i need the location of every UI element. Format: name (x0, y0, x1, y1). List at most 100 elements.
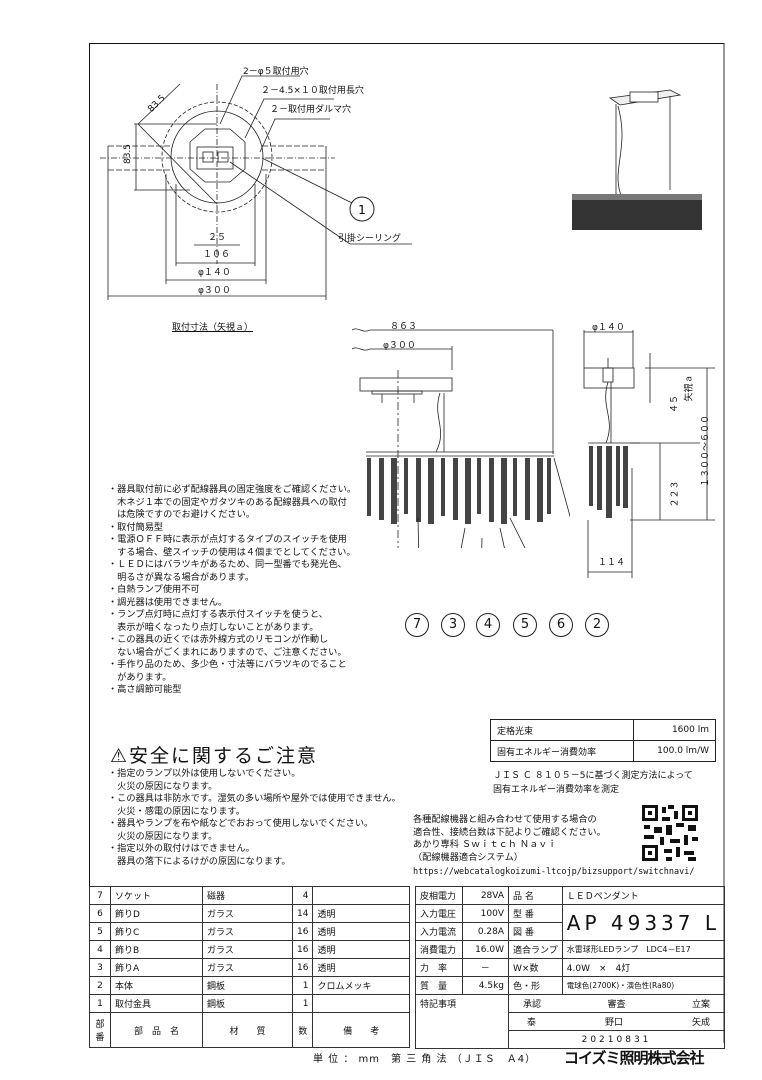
table-header-row: 部番 部 品 名 材 質 数 備 考 (89, 1012, 410, 1048)
caution-line: ・指定のランプ以外は使用しないでください。 (108, 768, 301, 779)
header-material: 材 質 (202, 1012, 293, 1048)
note-line: 木ネジ１本での固定やガタツキのある配線器具への取付 (108, 496, 347, 508)
note-line: ・この器具の近くでは赤外線方式のリモコンが作動し (108, 634, 329, 645)
header-qty: 数 (291, 1012, 314, 1048)
dim-25: ２５ (208, 233, 227, 243)
qr-code-icon (640, 803, 700, 863)
callout-4: 4 (476, 613, 500, 637)
part-material: 鋼板 (202, 976, 293, 995)
product-name-label: 品 名 (508, 886, 563, 905)
company-logo: コイズミ照明株式会社 (564, 1049, 705, 1067)
header-part-name: 部 品 名 (110, 1012, 203, 1048)
elec-value: － (461, 958, 510, 977)
part-remark: 透明 (312, 922, 410, 941)
dim-863: ８６３ (390, 322, 418, 332)
part-qty: 16 (291, 922, 314, 941)
color-label: 色・形 (508, 976, 563, 995)
note-line: ・高さ調節可能型 (108, 684, 182, 695)
switch-navi-line: 各種配線機器と組み合わせて使用する場合の (413, 814, 597, 825)
ceiling-label: 引掛シーリング (338, 234, 402, 244)
jis-note-1: ＪＩＳ Ｃ ８１０５－5に基づく測定方法によって (493, 771, 693, 781)
elec-value: 16.0W (461, 940, 510, 959)
callout-2: 2 (585, 613, 609, 637)
table-row: 7 ソケット 磁器 4 (89, 886, 410, 905)
part-name: 飾りD (110, 904, 203, 923)
review-header: 審査 (607, 1000, 626, 1010)
part-material: ガラス (202, 904, 293, 923)
callout-1: 1 (358, 203, 366, 217)
part-qty: 14 (291, 904, 314, 923)
header-part-no: 部番 (89, 1012, 111, 1048)
draft-header: 立案 (691, 1000, 710, 1010)
product-name-value: ＬＥＤペンダント (561, 886, 726, 905)
note-line: ・器具取付前に必ず配線器具の固定強度をご確認ください。 (108, 484, 357, 495)
elec-value: 0.28A (461, 922, 510, 941)
part-no: 5 (89, 922, 111, 941)
elec-value: 4.5kg (461, 976, 510, 995)
caution-line: ・指定以外の取付けはできません。 (108, 843, 255, 854)
dim-106: １０６ (203, 250, 231, 260)
lamp-value: 水雷球形LEDランプ LDC4－E17 (561, 940, 726, 959)
part-remark (312, 886, 410, 905)
parts-table: 7 ソケット 磁器 4 6 飾りD ガラス 14 透明 5 飾りC ガラス 16… (89, 886, 410, 1048)
part-material: 磁器 (202, 886, 293, 905)
part-no: 3 (89, 958, 111, 977)
wattage-label: W×数 (508, 958, 563, 977)
spec-label: 定格光束 (490, 719, 634, 741)
wattage-value: 4.0W × 4灯 (561, 958, 726, 977)
part-remark: 透明 (312, 904, 410, 923)
part-remark (312, 994, 410, 1013)
elec-label: 入力電流 (415, 922, 463, 941)
hole-label-b: ２－4.5×１０取付用長穴 (261, 86, 364, 96)
part-no: 4 (89, 940, 111, 959)
mounting-caption: 取付寸法（矢視ａ） (172, 323, 254, 333)
dim-223: ２２３ (670, 480, 681, 508)
part-qty: 4 (291, 886, 314, 905)
drawing-date: 20210831 (508, 1030, 725, 1049)
part-name: 本体 (110, 976, 203, 995)
switch-navi-link[interactable]: https://webcatalogkoizumi-ltcojp/bizsupp… (413, 867, 695, 877)
side-view-drawing (583, 330, 715, 578)
luminous-spec-table: 定格光束 1600 lm 固有エネルギー消費効率 100.0 lm/W (490, 719, 717, 762)
spec-value: 1600 lm (632, 719, 717, 741)
dim-45: ４５ (670, 394, 681, 414)
part-no: 1 (89, 994, 111, 1013)
dim-114: １１４ (598, 558, 626, 568)
note-line: ・調光器は使用できません。 (108, 596, 228, 608)
dim-height-range: １３００～６００ (701, 414, 712, 488)
table-row: 5 飾りC ガラス 16 透明 (89, 922, 410, 941)
table-row: 4 飾りB ガラス 16 透明 (89, 940, 410, 959)
part-remark: クロムメッキ (312, 976, 410, 995)
safety-caution-list: ・指定のランプ以外は使用しないでください。 火災の原因になります。 ・この器具は… (108, 768, 401, 868)
part-qty: 1 (291, 994, 314, 1013)
dim-83-5-vert: 83.5 (123, 143, 134, 165)
table-row: 3 飾りA ガラス 16 透明 (89, 958, 410, 977)
dim-phi140-side: φ１４０ (592, 323, 625, 333)
installation-notes: ・器具取付前に必ず配線器具の固定強度をご確認ください。 木ネジ１本での固定やガタ… (108, 484, 356, 697)
caution-line: 火災の原因になります。 (108, 780, 218, 792)
part-name: 飾りB (110, 940, 203, 959)
note-line: ・ＬＥＤにはバラツキがあるため、同一型番でも発光色、 (108, 559, 347, 570)
elec-label: 皮相電力 (415, 886, 463, 905)
switch-navi-line: 適合性、接続台数は下記よりご確認ください。 (413, 826, 606, 838)
part-no: 2 (89, 976, 111, 995)
note-line: があります。 (108, 671, 172, 683)
elec-label: 力 率 (415, 958, 463, 977)
part-no: 6 (89, 904, 111, 923)
spec-title-block: 皮相電力 28VA 品 名 ＬＥＤペンダント 入力電圧 100V 型 番 AP … (414, 886, 726, 1049)
drawing-label: 図 番 (508, 922, 563, 941)
caution-line: 火災の原因になります。 (108, 830, 218, 842)
jis-note-2: 固有エネルギー消費効率を測定 (493, 785, 620, 795)
callout-6: 6 (549, 613, 573, 637)
part-remark: 透明 (312, 958, 410, 977)
elec-label: 質 量 (415, 976, 463, 995)
note-line: ・手作り品のため、多少色・寸法等にバラツキのでること (108, 659, 347, 670)
elec-value: 28VA (461, 886, 510, 905)
table-row: 1 取付金具 鋼板 1 (89, 994, 410, 1013)
switch-navi-line: あかり専科 Ｓｗｉｔｃｈ Ｎａｖｉ (413, 839, 557, 850)
part-material: ガラス (202, 922, 293, 941)
approval-header: 承認 (523, 1000, 542, 1010)
drawing-frame (89, 43, 725, 1043)
hole-label-a: 2－φ５取付用穴 (243, 67, 309, 77)
callout-7: 7 (405, 613, 429, 637)
